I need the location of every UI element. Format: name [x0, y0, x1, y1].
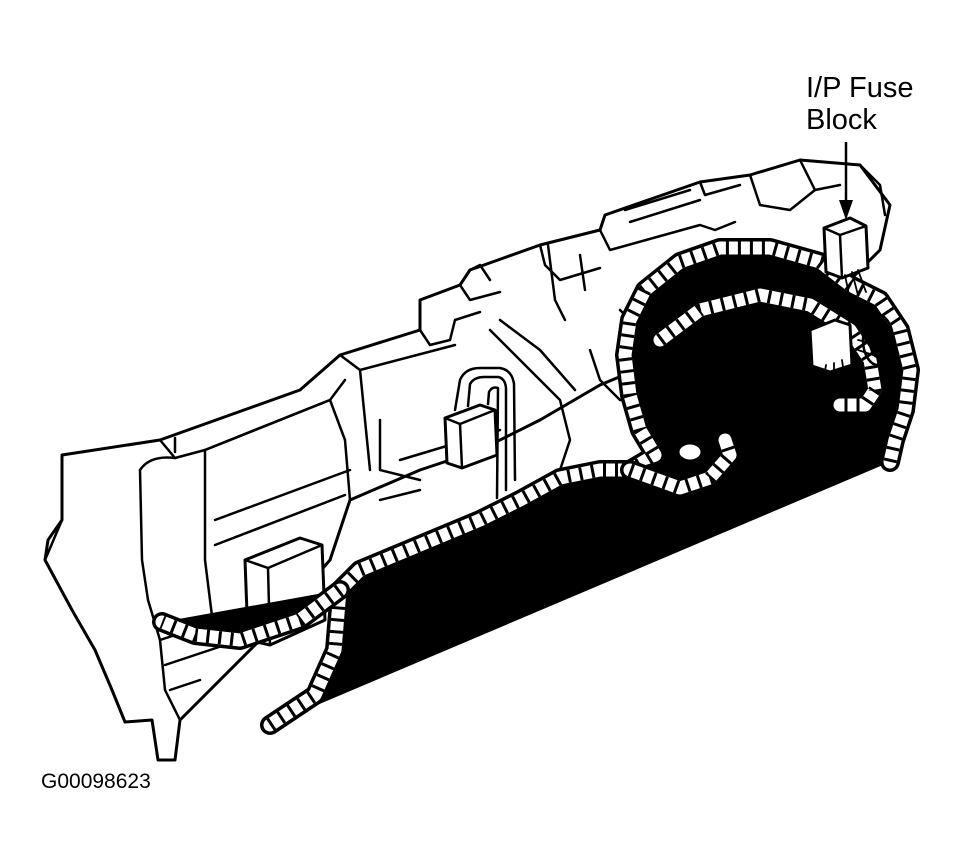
center-connector-block — [443, 366, 517, 500]
main-wiring-harness — [162, 248, 910, 725]
callout-line-1: I/P Fuse — [806, 72, 914, 104]
ip-fuse-block — [808, 216, 895, 393]
figure-id: G00098623 — [41, 770, 151, 793]
callout-line-2: Block — [806, 104, 877, 136]
fuse-block-callout-label: I/P Fuse Block — [806, 72, 913, 136]
callout-arrow — [839, 142, 853, 220]
round-connector — [668, 441, 704, 472]
